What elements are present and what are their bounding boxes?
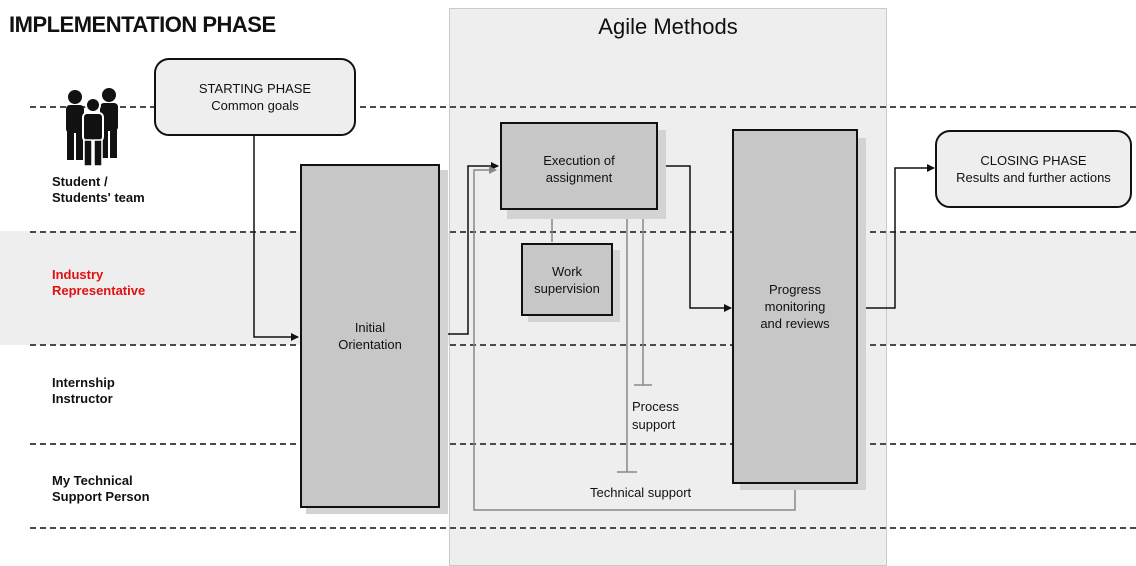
lane-label-industry: Industry Representative — [52, 267, 146, 298]
starting-phase-subtitle: Common goals — [211, 98, 299, 113]
lane-divider — [30, 106, 1136, 108]
progress-box: Progress monitoring and reviews — [732, 129, 858, 484]
lane-divider — [30, 527, 1136, 529]
initial-orientation-box: Initial Orientation — [300, 164, 440, 508]
process-support-label: Process support — [632, 399, 679, 432]
closing-phase-box: CLOSING PHASE Results and further action… — [935, 130, 1132, 208]
starting-phase-box: STARTING PHASE Common goals — [154, 58, 356, 136]
technical-support-label: Technical support — [590, 485, 692, 500]
starting-phase-title: STARTING PHASE — [198, 81, 312, 96]
agile-methods-title: Agile Methods — [598, 14, 738, 39]
lane-label-instructor: Internship Instructor — [52, 375, 115, 406]
closing-phase-subtitle: Results and further actions — [956, 170, 1111, 185]
lane-label-student: Student / Students' team — [52, 174, 145, 205]
lane-divider — [30, 231, 1136, 233]
lane-divider — [30, 344, 1136, 346]
work-supervision-box: Work supervision — [521, 243, 613, 316]
people-group-icon — [66, 88, 118, 166]
closing-phase-title: CLOSING PHASE — [980, 153, 1087, 168]
execution-box: Execution of assignment — [500, 122, 658, 210]
lane-label-technical: My Technical Support Person — [52, 473, 150, 504]
lane-divider — [30, 443, 1136, 445]
page-title: IMPLEMENTATION PHASE — [9, 12, 276, 37]
